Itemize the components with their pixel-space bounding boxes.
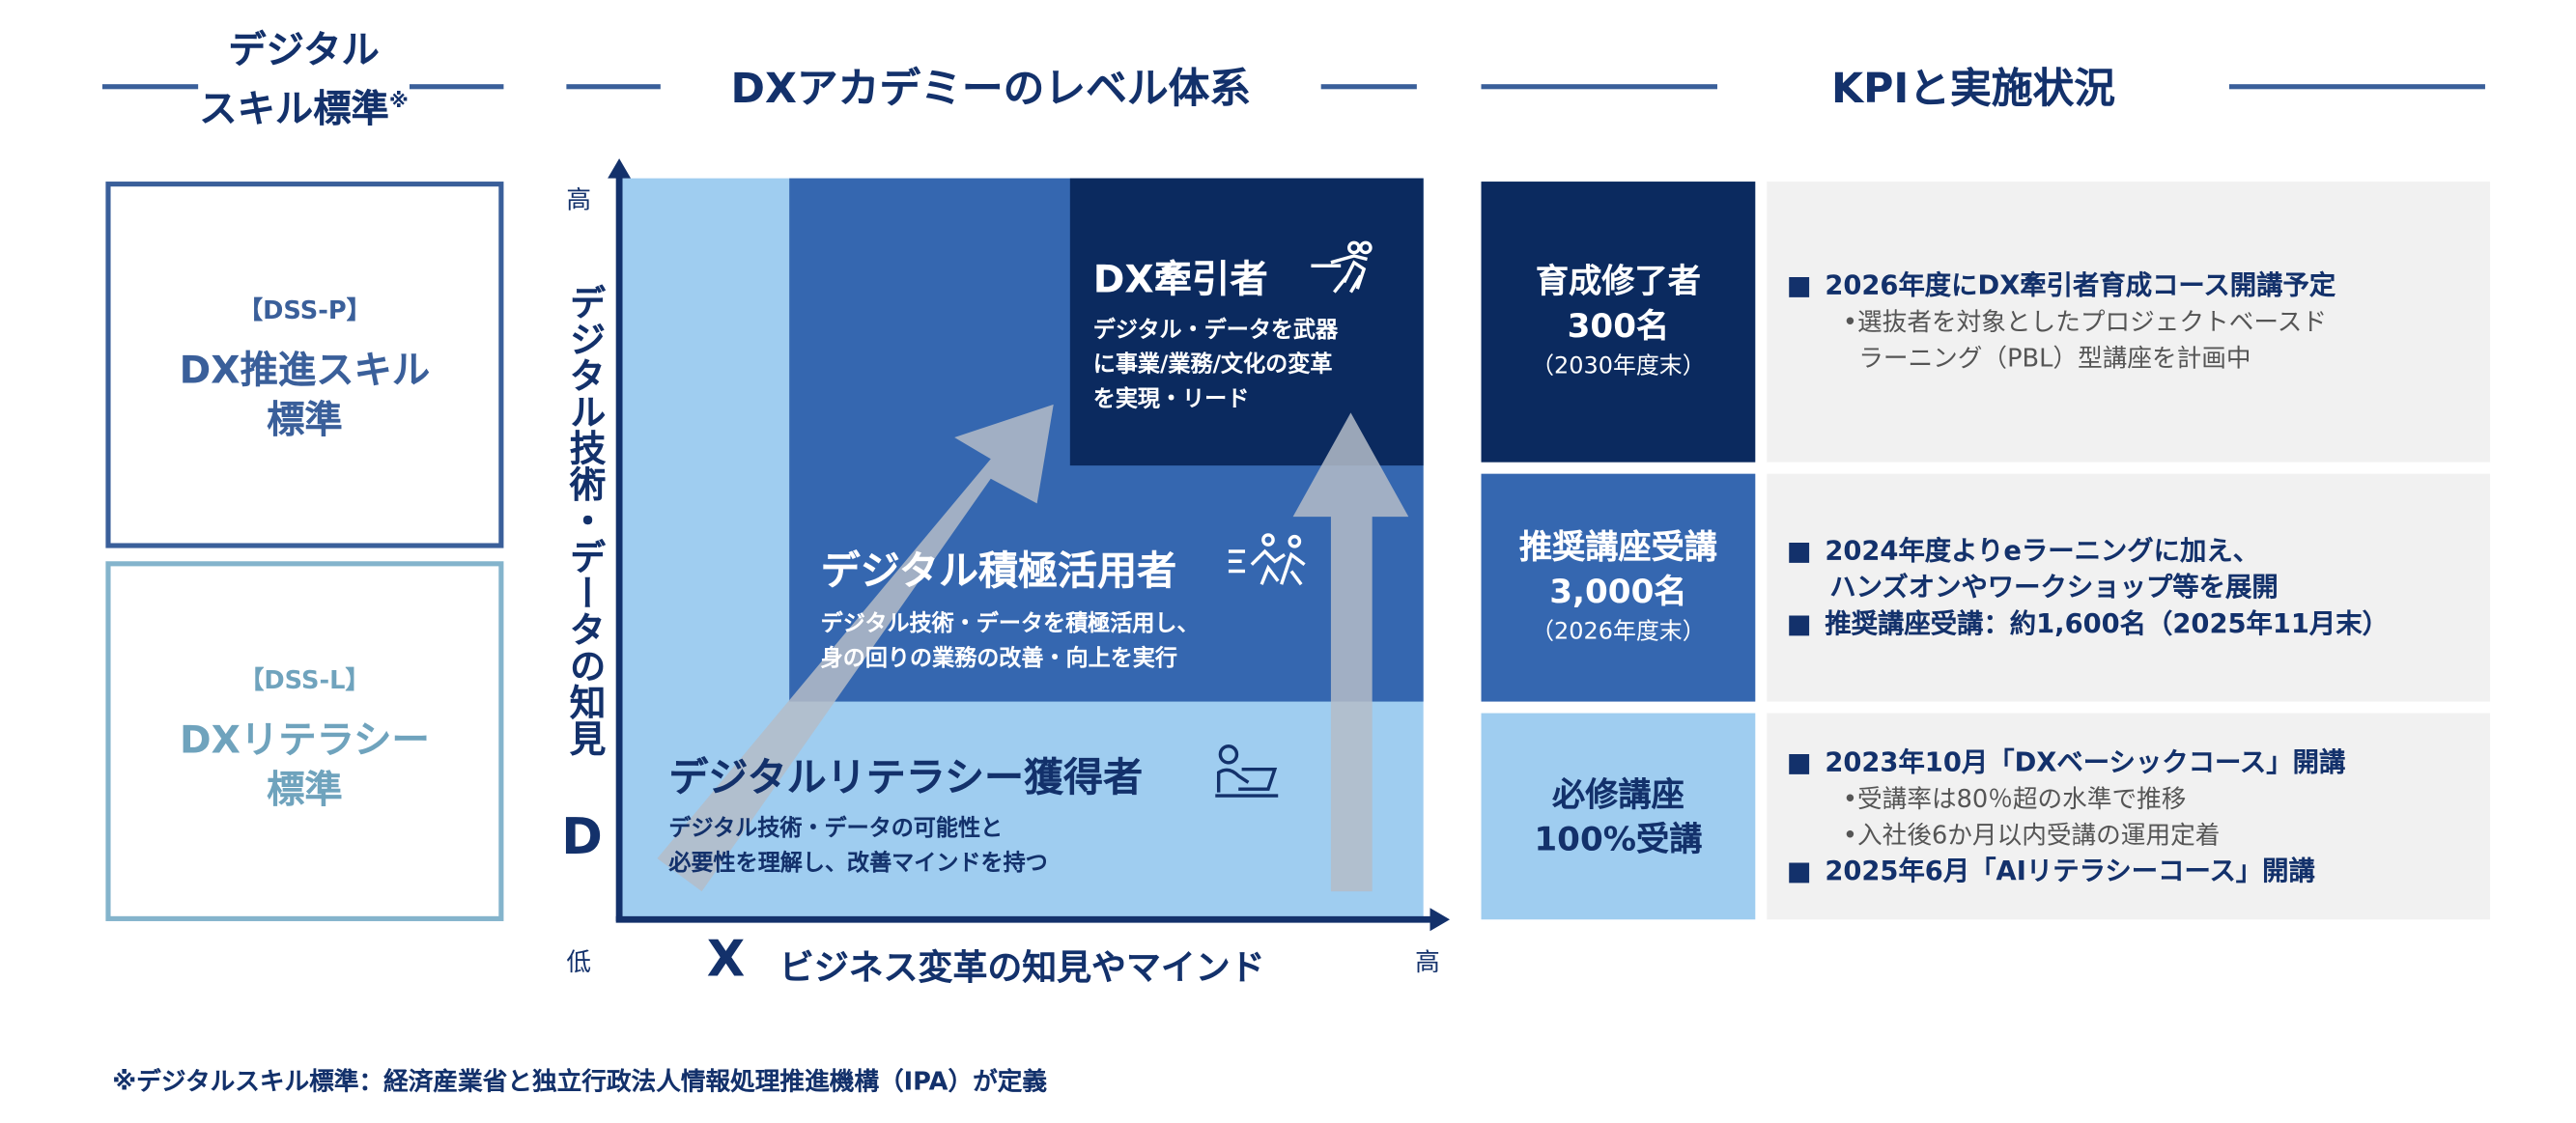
level-title: デジタルリテラシー獲得者 — [668, 754, 1144, 801]
status-item-continued: ハンズオンやワークショップ等を展開 — [1829, 571, 2279, 604]
dss-name: DX推進スキル — [179, 350, 431, 393]
kpi-value: 300名 — [1567, 305, 1670, 346]
kpi-deadline: （2026年度末） — [1531, 619, 1706, 646]
status-subitem: •選抜者を対象としたプロジェクトベースド ラーニング（PBL）型講座を計画中 — [1842, 306, 2328, 374]
x-axis-letter: X — [706, 931, 746, 990]
level-description: デジタル技術・データを積極活用し、 身の回りの業務の改善・向上を実行 — [820, 610, 1200, 672]
dss-l-box: 【DSS-L】 DXリテラシー 標準 — [105, 561, 504, 921]
person-laptop-icon — [1215, 744, 1279, 798]
kpi-deadline: （2030年度末） — [1531, 352, 1706, 380]
status-item: 2023年10月「DXベーシックコース」開講 — [1787, 744, 2490, 780]
dss-header-text: デジタル スキル標準 — [199, 29, 389, 132]
diagonal-arrow — [657, 404, 1054, 892]
kpi-target-mandatory: 必修講座 100%受講 — [1481, 713, 1756, 920]
y-axis-letter: D — [561, 808, 603, 867]
dx-leader-zone — [1069, 178, 1424, 466]
header-rule — [409, 84, 504, 90]
footnote: ※デジタルスキル標準：経済産業省と独立行政法人情報処理推進機構（IPA）が定義 — [112, 1066, 1048, 1097]
dss-name: 標準 — [267, 769, 343, 813]
status-subitem: •受講率は80％超の水準で推移 — [1842, 783, 2187, 813]
x-high-label: 高 — [1415, 947, 1440, 978]
status-subitem: •入社後6か月以内受講の運用定着 — [1842, 819, 2221, 850]
kpi-status-leader: 2026年度にDX牽引者育成コース開講予定 •選抜者を対象としたプロジェクトベー… — [1767, 182, 2491, 463]
level-title: DX牽引者 — [1092, 259, 1268, 302]
status-item: 2026年度にDX牽引者育成コース開講予定 — [1787, 267, 2490, 304]
kpi-status-recommended: 2024年度よりeラーニングに加え、 ハンズオンやワークショップ等を展開 推奨講… — [1767, 473, 2491, 702]
header-rule — [1320, 84, 1417, 90]
dss-p-box: 【DSS-P】 DX推進スキル 標準 — [105, 182, 504, 548]
x-axis-label: ビジネス変革の知見やマインド — [778, 947, 1265, 988]
header-rule — [2228, 84, 2485, 90]
status-item: 推奨講座受講：約1,600名（2025年11月末） — [1787, 605, 2490, 642]
x-axis-arrowhead — [1430, 908, 1451, 932]
kpi-title: 推奨講座受講 — [1518, 526, 1717, 567]
dss-name: DXリテラシー — [180, 719, 430, 763]
level-title: デジタル積極活用者 — [820, 547, 1177, 595]
level-description: デジタル・データを武器 に事業/業務/文化の変革 を実現・リード — [1092, 317, 1339, 413]
header-rule — [1481, 84, 1717, 90]
pulling-people-icon — [1311, 240, 1373, 294]
status-item: 2024年度よりeラーニングに加え、 — [1787, 533, 2490, 570]
header-rule — [101, 84, 199, 90]
kpi-target-leader: 育成修了者 300名 （2030年度末） — [1481, 182, 1756, 463]
status-item: 2025年6月「AIリテラシーコース」開講 — [1787, 853, 2490, 889]
kpi-title: 必修講座 — [1552, 772, 1684, 813]
y-axis-label: デジタル技術・データの知見 — [562, 284, 605, 756]
kpi-target-recommended: 推奨講座受講 3,000名 （2026年度末） — [1481, 473, 1756, 702]
kpi-value: 100%受講 — [1534, 818, 1703, 858]
footnote-mark: ※ — [388, 89, 409, 113]
kpi-status-mandatory: 2023年10月「DXベーシックコース」開講 •受講率は80％超の水準で推移 •… — [1767, 713, 2491, 920]
running-people-icon — [1228, 533, 1306, 586]
dss-code: 【DSS-L】 — [239, 664, 371, 695]
kpi-header: KPIと実施状況 — [1830, 64, 2115, 113]
level-description: デジタル技術・データの可能性と 必要性を理解し、改善マインドを持つ — [668, 815, 1048, 877]
kpi-title: 育成修了者 — [1535, 261, 1701, 301]
dss-name: 標準 — [267, 399, 343, 443]
y-low-label: 低 — [566, 947, 592, 978]
levels-header: DXアカデミーのレベル体系 — [730, 64, 1252, 113]
vertical-arrow — [1292, 412, 1409, 892]
dss-header: デジタル スキル標準※ — [198, 26, 410, 134]
dss-code: 【DSS-P】 — [238, 295, 372, 325]
header-rule — [566, 84, 661, 90]
y-high-label: 高 — [566, 184, 592, 215]
y-axis-arrowhead — [608, 158, 632, 179]
kpi-value: 3,000名 — [1549, 571, 1687, 611]
